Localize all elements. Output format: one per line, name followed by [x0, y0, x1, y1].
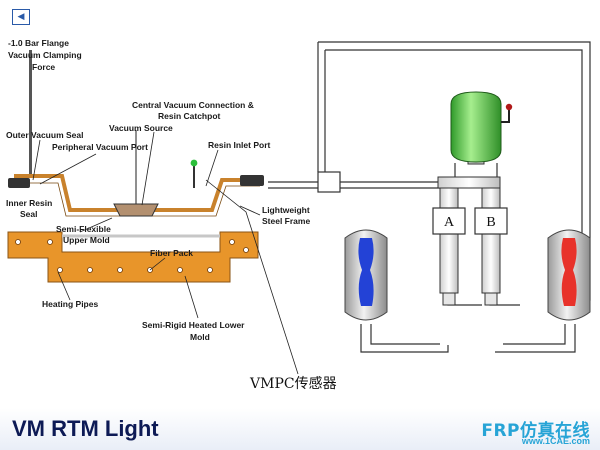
label-vacuum-source: Vacuum Source — [109, 123, 173, 133]
label-peripheral-port: Peripheral Vacuum Port — [52, 142, 148, 152]
label-resin-inlet: Resin Inlet Port — [208, 140, 271, 150]
label-semi-flexible-1: Semi-Flexible — [56, 224, 111, 234]
label-lower-mold-1: Semi-Rigid Heated Lower — [142, 320, 245, 330]
cylinder-b — [474, 187, 508, 306]
leader-lines — [32, 131, 299, 375]
label-inner-seal-1: Inner Resin — [6, 198, 52, 208]
label-clamping-3: Force — [32, 62, 55, 72]
label-central-vacuum-1: Central Vacuum Connection & — [132, 100, 254, 110]
pipe-junction-box — [317, 171, 341, 193]
annotation-labels: -1.0 Bar Flange Vacuum Clamping Force Ou… — [6, 38, 310, 342]
lower-mold — [7, 231, 259, 283]
cylinder-b-label: B — [486, 215, 495, 230]
label-fiber-pack: Fiber Pack — [150, 248, 193, 258]
label-inner-seal-2: Seal — [20, 209, 38, 219]
manifold-bar — [437, 176, 501, 189]
right-clamp — [240, 175, 264, 186]
page-title: VM RTM Light — [12, 416, 159, 441]
outer-seal-clamp — [8, 178, 30, 188]
blue-resin-tank — [344, 229, 388, 321]
heating-pipes — [15, 239, 249, 273]
label-clamping-1: -1.0 Bar Flange — [8, 38, 69, 48]
label-semi-flexible-2: Upper Mold — [63, 235, 110, 245]
label-lower-mold-2: Mold — [190, 332, 210, 342]
label-clamping-2: Vacuum Clamping — [8, 50, 82, 60]
label-heating-pipes: Heating Pipes — [42, 299, 98, 309]
green-vacuum-tank — [450, 91, 513, 165]
rtm-diagram: A B — [6, 38, 591, 392]
pipe-network — [268, 41, 591, 353]
label-steel-frame-1: Lightweight — [262, 205, 310, 215]
cylinder-a — [432, 187, 466, 306]
label-central-vacuum-2: Resin Catchpot — [158, 111, 221, 121]
footer-band — [0, 408, 600, 450]
label-outer-seal: Outer Vacuum Seal — [6, 130, 83, 140]
resin-catchpot — [113, 203, 159, 217]
corner-logo-icon: ◀ — [12, 9, 30, 25]
red-resin-tank — [547, 229, 591, 321]
watermark-text: FRP仿真在线 — [481, 421, 590, 441]
sensor-label: VMPC传感器 — [249, 375, 337, 392]
label-steel-frame-2: Steel Frame — [262, 216, 310, 226]
cylinder-a-label: A — [444, 215, 455, 230]
watermark-site: www.1CAE.com — [521, 436, 590, 446]
clamping-rod — [29, 50, 32, 178]
